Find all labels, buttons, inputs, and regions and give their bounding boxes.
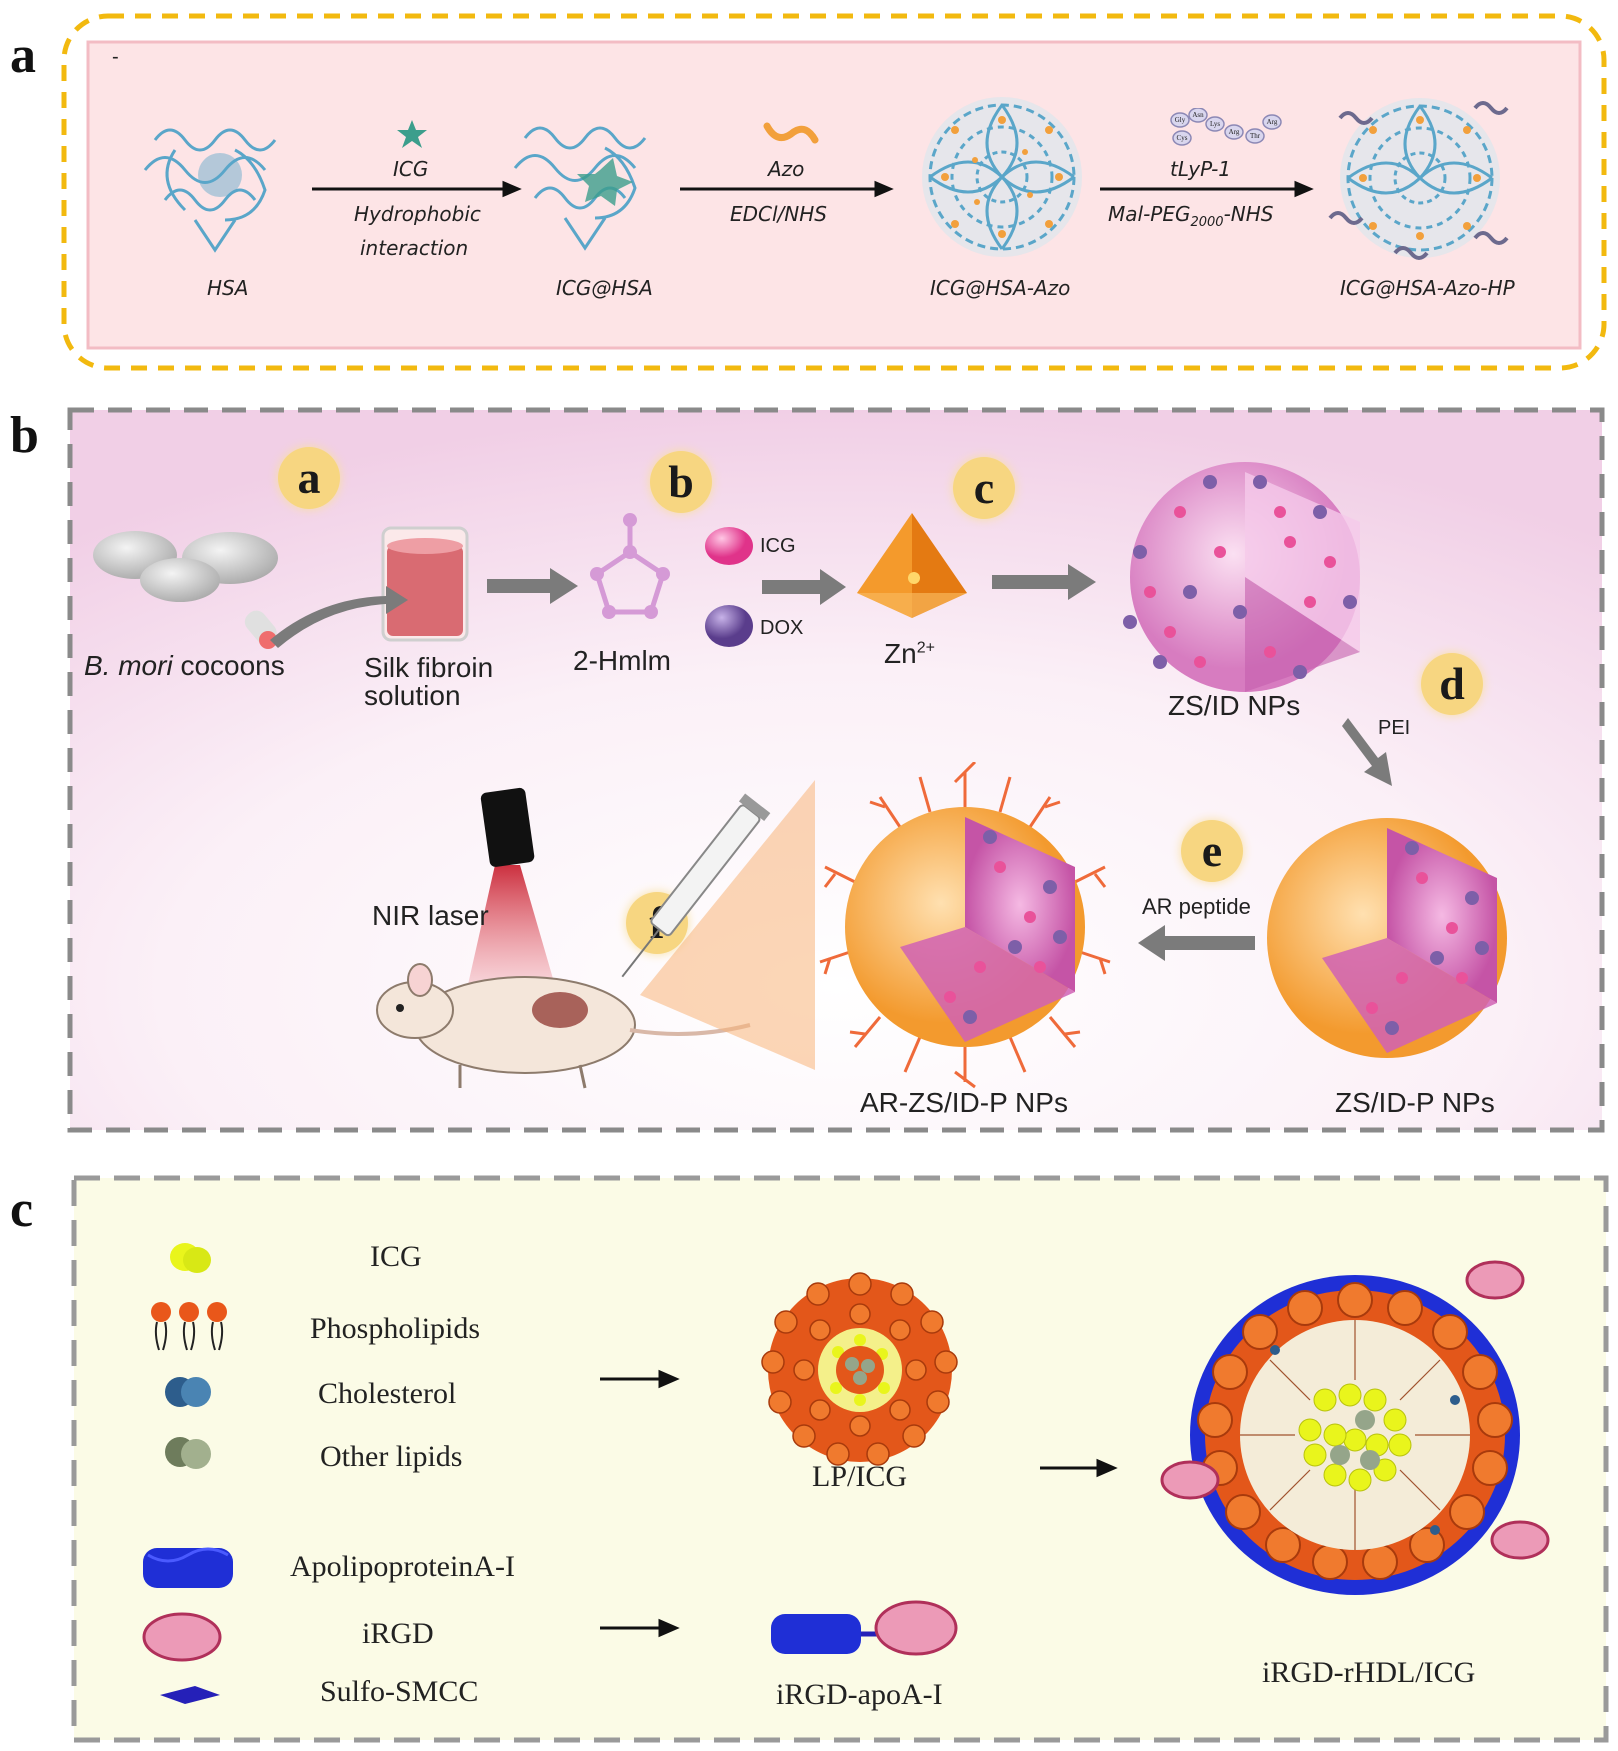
panel-a-corner-mark: - [112, 46, 119, 68]
phospholipids-icon [151, 1302, 227, 1351]
legend-other-lipids-label: Other lipids [320, 1440, 463, 1473]
hmim-label: 2-Hmlm [573, 645, 671, 676]
zsid-p-nanoparticle [1267, 818, 1507, 1058]
irgd-apoa-conjugate [771, 1600, 958, 1656]
hsa-molecule [143, 128, 277, 253]
cocoons-species: B. mori [84, 650, 173, 681]
panel-c-letter: c [10, 1181, 34, 1238]
zinc-base: Zn [884, 638, 917, 669]
icg-ball-icon [705, 527, 753, 565]
step1-bottom-label-1: Hydrophobic [354, 202, 481, 226]
step2-top-label: Azo [768, 157, 805, 181]
cocoons-label: B. mori cocoons [84, 650, 285, 682]
ar-zsid-p-label: AR-ZS/ID-P NPs [860, 1087, 1068, 1118]
step-badge-e: e [1181, 820, 1243, 882]
nir-laser-label: NIR laser [372, 900, 489, 931]
panel-b-arrows [270, 564, 1392, 961]
lp-icg-label: LP/ICG [812, 1460, 908, 1493]
icg-hsa-azo-label: ICG@HSA-Azo [930, 276, 1071, 300]
silk-beaker-illustration [381, 526, 469, 642]
legend-phospholipids-label: Phospholipids [310, 1312, 481, 1345]
icg-hsa-azo-hp-molecule [1328, 98, 1509, 260]
step-badge-b: b [650, 451, 712, 513]
zsid-nanoparticle [1123, 462, 1360, 692]
legend-apolipoprotein-label: ApolipoproteinA-I [290, 1550, 515, 1583]
hmim-ring-icon [590, 513, 670, 619]
apolipoprotein-icon [143, 1547, 233, 1588]
icg-legend-label: ICG [760, 535, 796, 557]
other-lipids-icon [165, 1437, 211, 1469]
panel-a-arrows [312, 180, 1314, 198]
icg-icon [170, 1243, 211, 1273]
residue-label: Arg [1267, 118, 1278, 126]
tlyp1-peptide-icon: Gly Asn Arg Cys Lys Arg Thr [1170, 108, 1282, 146]
lp-icg-liposome [761, 1272, 958, 1466]
residue-label: Lys [1210, 120, 1220, 128]
irgd-apoa-label: iRGD-apoA-I [776, 1678, 943, 1711]
ar-zsid-p-nanoparticle [819, 762, 1111, 1089]
dox-legend-label: DOX [760, 617, 804, 639]
icg-hsa-azo-hp-label: ICG@HSA-Azo-HP [1340, 276, 1515, 300]
zinc-label: Zn2+ [884, 638, 935, 670]
silk-fibroin-label-1: Silk fibroin [364, 652, 494, 683]
zsid-p-label: ZS/ID-P NPs [1335, 1087, 1495, 1118]
residue-label: Cys [1177, 134, 1188, 142]
icg-at-hsa-molecule [513, 126, 647, 251]
legend-irgd-label: iRGD [362, 1617, 434, 1650]
step2-bottom-label: EDCl/NHS [730, 202, 827, 226]
mouse-syringe-laser-illustration [376, 780, 815, 1089]
silk-fibroin-label-2: solution [364, 680, 461, 711]
step-badge-d: d [1421, 653, 1483, 715]
panel-b-letter: b [10, 407, 39, 464]
step3-bottom-label: Mal-PEG2000-NHS [1108, 202, 1274, 230]
step1-top-label: ICG [393, 157, 429, 181]
icg-hsa-label: ICG@HSA [556, 276, 653, 300]
zinc-charge: 2+ [916, 639, 935, 657]
step-badge-a: a [278, 447, 340, 509]
step1-bottom-label-2: interaction [360, 236, 469, 260]
legend-cholesterol-label: Cholesterol [318, 1377, 457, 1410]
legend-icg-label: ICG [370, 1240, 422, 1273]
irgd-rhdl-icg-nanoparticle [1160, 1260, 1550, 1595]
legend-sulfo-smcc-label: Sulfo-SMCC [320, 1675, 479, 1708]
residue-label: Asn [1192, 111, 1204, 119]
irgd-icon [142, 1612, 222, 1662]
cholesterol-icon [165, 1377, 211, 1407]
icg-hsa-azo-molecule [922, 97, 1082, 257]
cocoons-word: cocoons [180, 650, 285, 681]
residue-label: Gly [1175, 116, 1186, 124]
step3-top-label: tLyP-1 [1170, 157, 1232, 181]
hsa-label: HSA [207, 276, 249, 300]
sulfo-smcc-icon [160, 1686, 220, 1704]
pei-label: PEI [1378, 717, 1411, 739]
residue-label: Thr [1250, 132, 1261, 140]
step-badge-c: c [953, 457, 1015, 519]
ar-peptide-label: AR peptide [1142, 894, 1251, 919]
residue-label: Arg [1229, 128, 1240, 136]
cocoons-illustration [93, 531, 278, 649]
zsid-label: ZS/ID NPs [1168, 690, 1301, 721]
panel-a-frame [61, 13, 1607, 371]
irgd-rhdl-icg-label: iRGD-rHDL/ICG [1262, 1656, 1476, 1689]
dox-ball-icon [705, 605, 753, 647]
azo-squiggle-icon [763, 122, 819, 144]
icg-star-icon [397, 120, 427, 148]
panel-a-letter: a [10, 27, 36, 84]
zinc-tetrahedron-icon [857, 513, 967, 618]
